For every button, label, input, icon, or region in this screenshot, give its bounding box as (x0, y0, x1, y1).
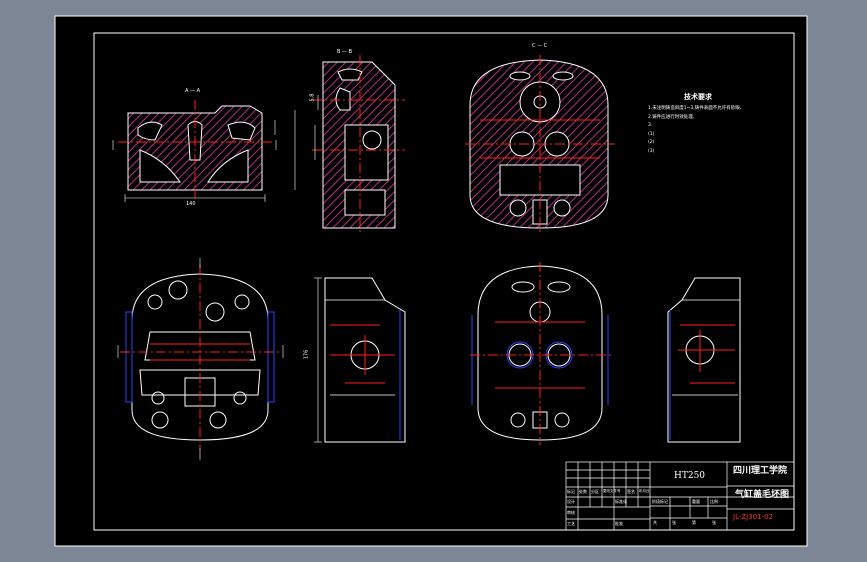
tech-req-line: 1.未注明铸造斜度1~3,铸件表面不允许有砂眼、 (648, 106, 745, 111)
section-a-a-label: A — A (185, 88, 201, 94)
top-view (470, 262, 612, 445)
material-text: HT250 (674, 471, 706, 481)
section-c-c-view (465, 55, 615, 232)
title-block-label: 批准 (615, 521, 623, 526)
tech-req-line: (2) (648, 140, 655, 145)
section-c-c-label: C — C (532, 43, 548, 49)
title-block-label: 分区 (591, 489, 599, 494)
title-block-label: 更改文件号 (603, 489, 621, 493)
side-view-left (314, 277, 406, 443)
title-block-label: 年月日 (639, 489, 650, 493)
title-block-label: 张 (712, 520, 716, 525)
title-block-label: 标记 (567, 489, 575, 494)
title-block-label: 重量 (692, 499, 700, 504)
tech-req-line: (3) (648, 148, 655, 154)
title-block-label: 处数 (579, 489, 587, 494)
title-block-label: 设计 (567, 499, 575, 504)
title-block-label: 比例 (710, 499, 718, 504)
title-block-label: 工艺 (567, 521, 575, 526)
tech-req-line: 2.铸件应进行时效处理, (648, 114, 695, 120)
section-a-a-view (112, 100, 296, 202)
bottom-view (117, 258, 284, 460)
title-block-label: 签名 (627, 489, 635, 494)
dimension-text: 5.8 (309, 93, 316, 102)
drawing-number: JL-ZJ301-02 (733, 513, 774, 521)
title-block-label: 张 (672, 520, 676, 525)
dimension-text: 140 (186, 201, 196, 207)
section-b-b-label: B — B (337, 49, 353, 55)
section-b-b-view (312, 55, 405, 235)
tech-req-heading: 技术要求 (684, 93, 712, 101)
tech-req-line: 3. (648, 123, 653, 128)
title-block-label: 第 (692, 520, 696, 525)
title-block-label: 标准化 (615, 499, 627, 504)
side-view-right (667, 277, 741, 443)
tech-req-line: (1) (648, 131, 655, 137)
title-block-label: 审核 (567, 510, 575, 515)
title-block-label: 阶段标记 (652, 499, 668, 504)
inner-frame (93, 32, 795, 531)
dimension-text: 176 (303, 349, 310, 360)
school-name: 四川理工学院 (733, 466, 788, 476)
technical-requirements: 技术要求 1.未注明铸造斜度1~3,铸件表面不允许有砂眼、 2.铸件应进行时效处… (648, 94, 788, 154)
drawing-title: 气缸盖毛坯图 (735, 490, 790, 500)
title-block (565, 461, 795, 531)
title-block-label: 共 (653, 520, 657, 525)
outer-frame (54, 15, 808, 547)
